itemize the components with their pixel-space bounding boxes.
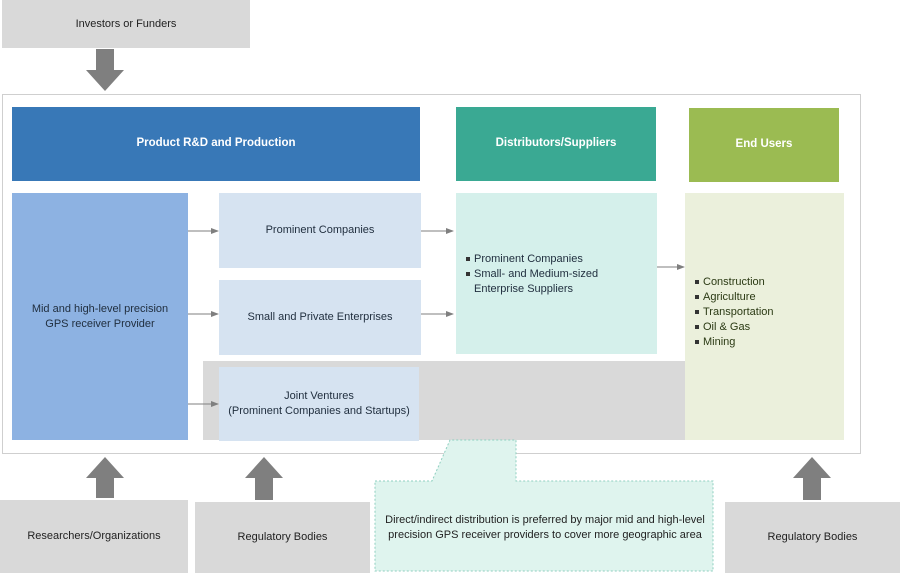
distributor-item: Small- and Medium-sized Enterprise Suppl… <box>466 267 651 297</box>
small-private-enterprises-box: Small and Private Enterprises <box>219 280 421 355</box>
researchers-box: Researchers/Organizations <box>0 500 188 573</box>
end-user-item: Oil & Gas <box>695 320 835 335</box>
investors-label: Investors or Funders <box>75 17 177 30</box>
joint-ventures-sublabel: (Prominent Companies and Startups) <box>228 405 410 417</box>
distributors-label: Distributors/Suppliers <box>495 137 617 150</box>
end-user-item: Transportation <box>695 305 835 320</box>
product-rd-label: Product R&D and Production <box>136 137 296 150</box>
provider-label: Mid and high-level precision GPS receive… <box>31 302 169 330</box>
callout-text: Direct/indirect distribution is preferre… <box>385 513 705 541</box>
end-users-box <box>685 193 844 440</box>
callout-text-box: Direct/indirect distribution is preferre… <box>385 490 705 565</box>
product-rd-header: Product R&D and Production <box>12 107 420 181</box>
end-users-header: End Users <box>689 108 839 182</box>
provider-box: Mid and high-level precision GPS receive… <box>12 193 188 440</box>
distributor-item: Prominent Companies <box>466 252 651 267</box>
regulatory-bodies-right-label: Regulatory Bodies <box>767 531 858 544</box>
end-user-item: Mining <box>695 335 835 350</box>
distributors-box <box>456 193 657 354</box>
researchers-label: Researchers/Organizations <box>27 530 161 543</box>
small-private-enterprises-label: Small and Private Enterprises <box>247 311 393 324</box>
distributors-header: Distributors/Suppliers <box>456 107 656 181</box>
end-users-label: End Users <box>735 138 793 151</box>
end-user-item: Construction <box>695 275 835 290</box>
prominent-companies-label: Prominent Companies <box>265 224 375 237</box>
regulatory-bodies-left-label: Regulatory Bodies <box>237 531 328 544</box>
up-arrow-regulatory-right-icon <box>793 457 831 500</box>
investors-box: Investors or Funders <box>2 0 250 48</box>
up-arrow-regulatory-left-icon <box>245 457 283 500</box>
down-arrow-investors-icon <box>86 49 124 91</box>
up-arrow-researchers-icon <box>86 457 124 498</box>
distributors-list: Prominent Companies Small- and Medium-si… <box>466 252 651 297</box>
end-user-item: Agriculture <box>695 290 835 305</box>
joint-ventures-box: Joint Ventures (Prominent Companies and … <box>219 367 419 441</box>
end-users-list: Construction Agriculture Transportation … <box>695 275 835 350</box>
prominent-companies-box: Prominent Companies <box>219 193 421 268</box>
regulatory-bodies-left-box: Regulatory Bodies <box>195 502 370 573</box>
regulatory-bodies-right-box: Regulatory Bodies <box>725 502 900 573</box>
joint-ventures-label: Joint Ventures <box>284 390 354 403</box>
